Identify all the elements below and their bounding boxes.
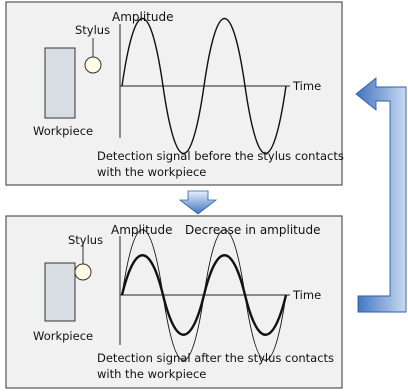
amplitude-axis-label: Amplitude (112, 10, 174, 24)
panel-before-contact: Workpiece Stylus Amplitude Time Detectio… (5, 1, 344, 186)
panel-after-contact: Workpiece Stylus Amplitude Decrease in a… (5, 215, 343, 389)
caption-after-line2: with the workpiece (97, 367, 206, 381)
stylus-circle (84, 56, 102, 74)
workpiece (44, 47, 76, 119)
signal-before-wave (121, 18, 287, 154)
down-arrow (178, 190, 218, 215)
time-axis-label: Time (292, 288, 321, 302)
decrease-amplitude-label: Decrease in amplitude (185, 223, 320, 237)
workpiece-label: Workpiece (33, 329, 93, 343)
feedback-loop-arrow (355, 77, 407, 313)
stylus-label: Stylus (68, 233, 103, 247)
time-axis-label: Time (292, 79, 321, 93)
signal-decreased-wave (120, 254, 288, 336)
workpiece-label: Workpiece (33, 124, 93, 138)
caption-before-line2: with the workpiece (97, 165, 206, 179)
stylus-circle (74, 263, 92, 281)
caption-before-line1: Detection signal before the stylus conta… (97, 149, 344, 163)
caption-after-line1: Detection signal after the stylus contac… (97, 351, 334, 365)
stylus-label: Stylus (75, 23, 110, 37)
workpiece (44, 262, 76, 322)
